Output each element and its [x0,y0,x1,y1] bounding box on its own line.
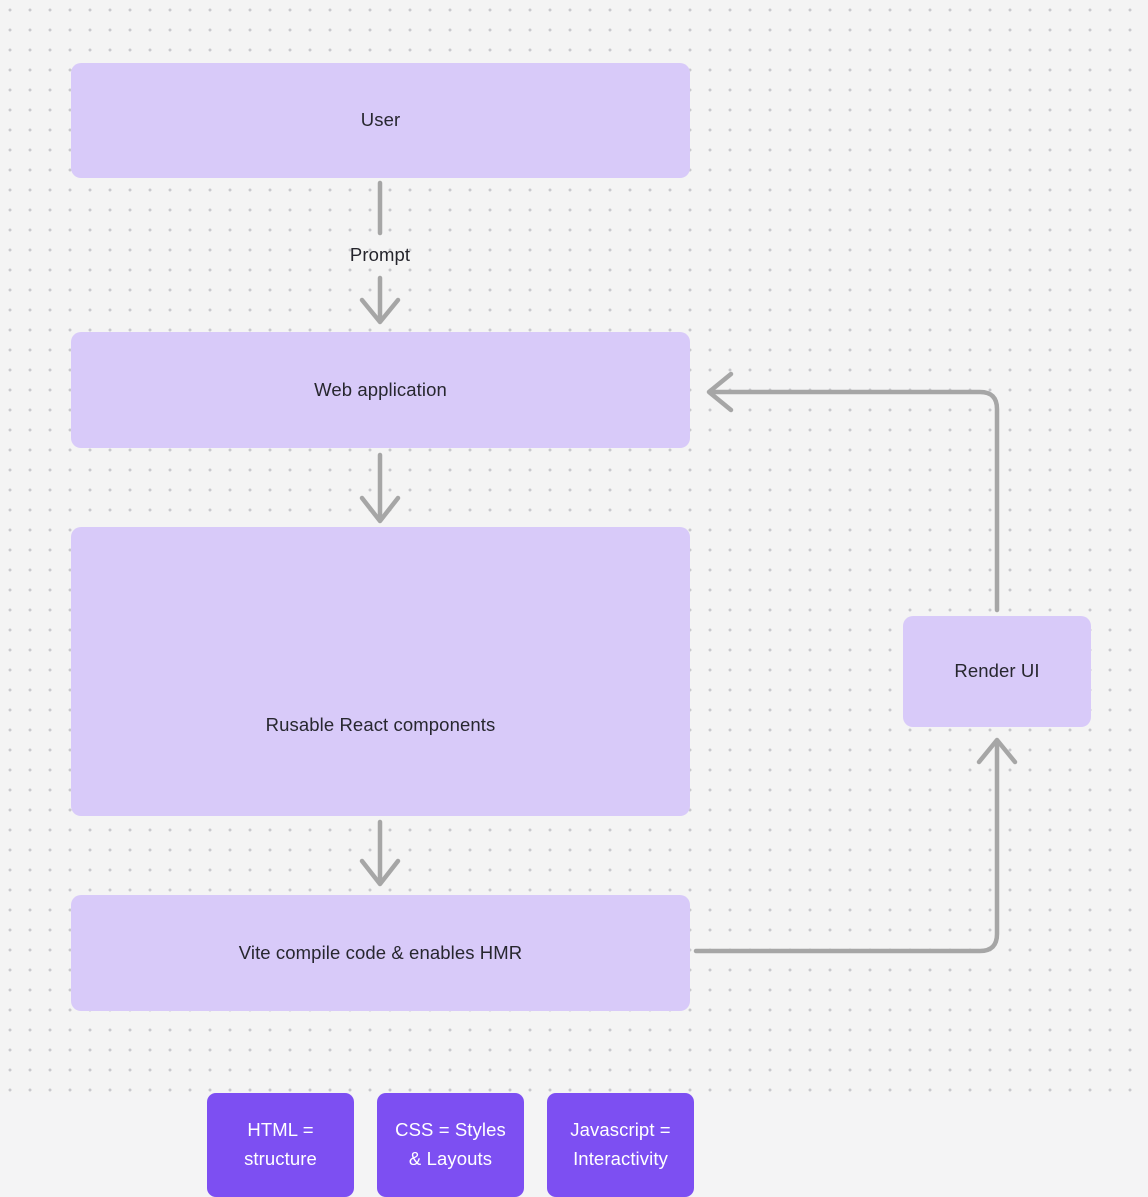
node-html-label-line1: HTML = [247,1119,314,1141]
node-css-label-line2: & Layouts [408,1148,493,1169]
node-vite-label: Vite compile code & enables HMR [238,941,523,963]
node-render-ui-label: Render UI [954,660,1040,682]
node-css-label: CSS = Styles & Layouts [387,1116,514,1173]
node-react-components-label: Rusable React components [265,714,496,735]
node-css-label-line1: CSS = Styles [395,1119,506,1141]
edge-webapp-to-react [359,452,401,524]
node-html[interactable]: HTML = structure [207,1093,354,1197]
node-web-application-label: Web application [314,378,447,400]
node-javascript-label-line1: Javascript = [570,1119,671,1141]
node-css[interactable]: CSS = Styles & Layouts [377,1093,524,1197]
node-user[interactable]: User [71,63,690,178]
node-html-label-line2: structure [244,1148,317,1169]
node-javascript[interactable]: Javascript = Interactivity [547,1093,694,1197]
edge-render-to-webapp [706,371,1000,613]
node-render-ui[interactable]: Render UI [903,616,1091,727]
node-user-label: User [360,109,401,131]
node-html-label: HTML = structure [236,1116,325,1173]
edge-react-to-vite [359,819,401,887]
node-vite[interactable]: Vite compile code & enables HMR [71,895,690,1011]
node-javascript-label: Javascript = Interactivity [562,1116,678,1173]
edge-label-prompt: Prompt [349,244,411,265]
node-web-application[interactable]: Web application [71,332,690,448]
node-javascript-label-line2: Interactivity [573,1148,668,1169]
node-react-components[interactable]: HTML = structure CSS = Styles & Layouts Ja… [71,527,694,1197]
edge-vite-to-render [693,737,1018,954]
